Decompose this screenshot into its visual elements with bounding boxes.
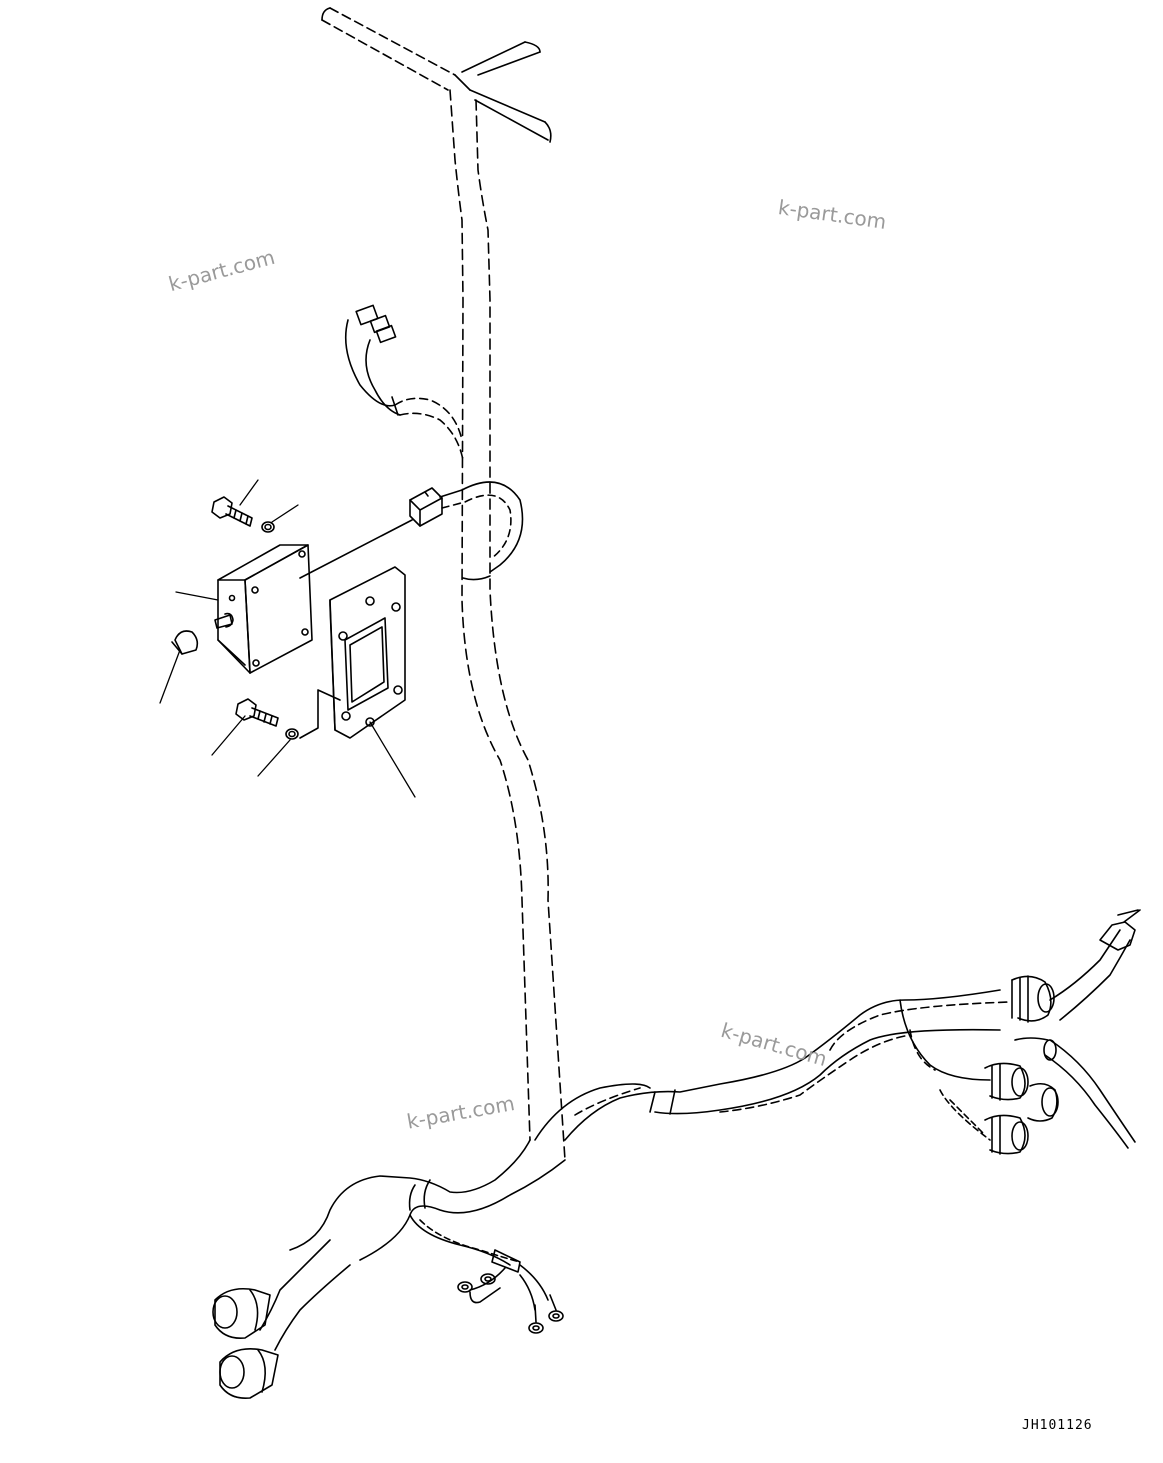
drawing-code: JH101126	[1022, 1418, 1093, 1433]
upper-cross-harness	[321, 7, 552, 143]
fasteners	[171, 496, 341, 740]
leader-lines	[159, 479, 416, 798]
lower-left-harness	[259, 1139, 566, 1351]
ring-terminals	[457, 1273, 564, 1334]
upper-branch-harness	[344, 304, 464, 461]
round-connectors-right	[984, 975, 1059, 1155]
switch-box	[214, 544, 313, 674]
mounting-bracket	[329, 566, 406, 739]
main-trunk-harness	[449, 89, 566, 1161]
switch-connector-branch	[299, 481, 524, 579]
lower-right-harness	[534, 909, 1141, 1149]
round-connectors-left	[212, 1287, 279, 1400]
trunk-band	[462, 575, 491, 581]
